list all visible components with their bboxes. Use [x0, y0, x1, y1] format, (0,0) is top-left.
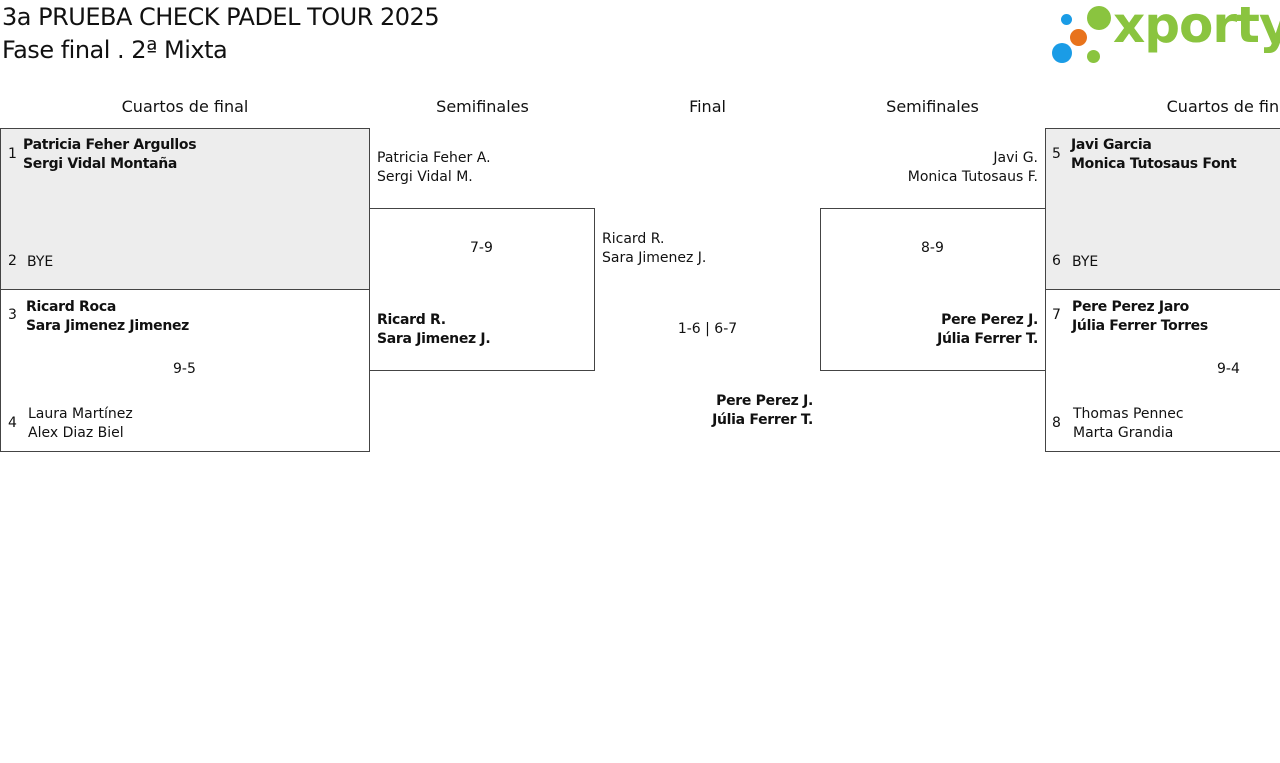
player-name: Thomas Pennec: [1073, 406, 1184, 422]
player-name: Alex Diaz Biel: [28, 425, 124, 441]
player-name: Ricard R.: [377, 312, 446, 328]
player-name: Marta Grandia: [1073, 425, 1174, 441]
bye-label: BYE: [27, 254, 54, 270]
xporty-logo[interactable]: xporty: [1051, 0, 1280, 68]
player-name: Patricia Feher Argullos: [23, 137, 197, 153]
logo-dot-blue-large-icon: [1052, 43, 1072, 63]
player-name: Pere Perez J.: [716, 393, 813, 409]
player-name: Javi Garcia: [1071, 137, 1152, 153]
player-name: Monica Tutosaus Font: [1071, 156, 1237, 172]
logo-dot-green-icon: [1087, 6, 1111, 30]
match-score: 9-4: [1217, 361, 1240, 377]
seed-number: 2: [8, 253, 17, 269]
player-name: Ricard Roca: [26, 299, 116, 315]
player-name: Júlia Ferrer T.: [937, 331, 1038, 347]
bye-label: BYE: [1072, 254, 1099, 270]
round-header-left-quarterfinals: Cuartos de final: [121, 97, 249, 116]
logo-dot-green-small-icon: [1087, 50, 1100, 63]
final-score: 1-6 | 6-7: [677, 321, 738, 337]
player-name: Laura Martínez: [28, 406, 133, 422]
player-name: Ricard R.: [602, 231, 665, 247]
round-header-right-semifinals: Semifinales: [886, 97, 979, 116]
seed-number: 5: [1052, 146, 1061, 162]
round-header-left-semifinals: Semifinales: [436, 97, 529, 116]
seed-number: 6: [1052, 253, 1061, 269]
tournament-title: 3a PRUEBA CHECK PADEL TOUR 2025: [2, 3, 440, 31]
phase-subtitle: Fase final . 2ª Mixta: [2, 36, 228, 64]
match-score: 8-9: [921, 240, 944, 256]
logo-wordmark: xporty: [1113, 0, 1280, 54]
player-name: Sara Jimenez J.: [602, 250, 707, 266]
match-score: 9-5: [173, 361, 196, 377]
player-name: Júlia Ferrer Torres: [1072, 318, 1208, 334]
player-name: Patricia Feher A.: [377, 150, 491, 166]
player-name: Javi G.: [993, 150, 1038, 166]
player-name: Júlia Ferrer T.: [712, 412, 813, 428]
player-name: Pere Perez J.: [941, 312, 1038, 328]
logo-dot-orange-icon: [1070, 29, 1087, 46]
round-header-final: Final: [689, 97, 726, 116]
seed-number: 4: [8, 415, 17, 431]
player-name: Sergi Vidal M.: [377, 169, 473, 185]
player-name: Pere Perez Jaro: [1072, 299, 1189, 315]
seed-number: 7: [1052, 307, 1061, 323]
match-score: 7-9: [470, 240, 493, 256]
logo-dot-blue-small-icon: [1061, 14, 1072, 25]
match-qf-left-1[interactable]: [0, 128, 370, 290]
match-qf-right-2[interactable]: [1045, 289, 1280, 452]
player-name: Sara Jimenez Jimenez: [26, 318, 190, 334]
match-sf-left[interactable]: [369, 208, 595, 371]
player-name: Sergi Vidal Montaña: [23, 156, 178, 172]
round-header-right-quarterfinals: Cuartos de final: [1166, 97, 1280, 116]
player-name: Sara Jimenez J.: [377, 331, 491, 347]
match-qf-right-1[interactable]: [1045, 128, 1280, 290]
seed-number: 8: [1052, 415, 1061, 431]
player-name: Monica Tutosaus F.: [907, 169, 1038, 185]
seed-number: 3: [8, 307, 17, 323]
seed-number: 1: [8, 146, 17, 162]
